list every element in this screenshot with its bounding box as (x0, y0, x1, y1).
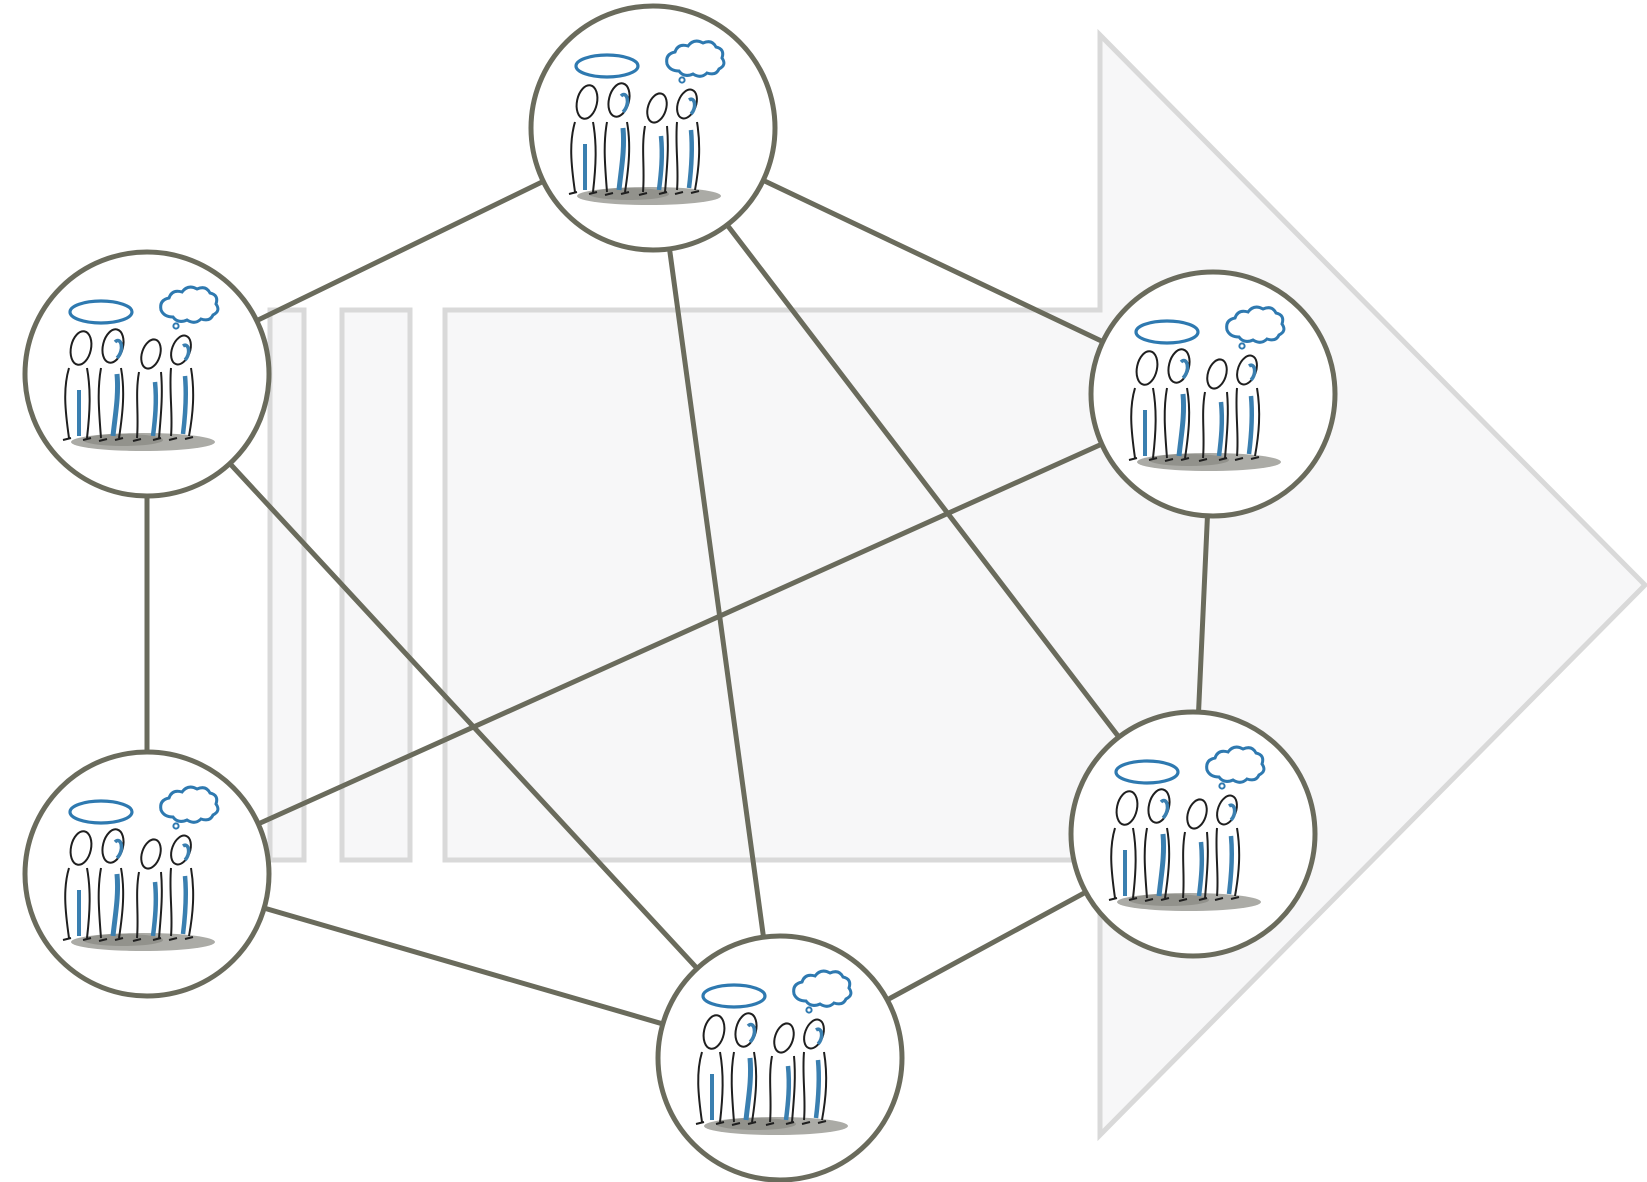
node-ring (655, 933, 905, 1182)
arrow-bar-thin-1 (267, 307, 307, 863)
node-upper-right (1088, 269, 1338, 519)
node-ring (528, 3, 778, 253)
edge-top-center-lower-right (650, 125, 1196, 837)
edge-top-center-bottom-center (650, 125, 783, 1061)
edge-upper-right-lower-left (144, 391, 1216, 877)
node-ring (22, 749, 272, 999)
nodes (22, 3, 1338, 1182)
edge-upper-left-bottom-center (144, 371, 783, 1061)
arrow-body (442, 28, 1647, 1142)
node-upper-left (22, 249, 272, 499)
node-lower-right (1068, 709, 1318, 959)
node-ring (1088, 269, 1338, 519)
node-lower-left (22, 749, 272, 999)
node-top-center (528, 3, 778, 253)
arrow-bar-thin-2 (339, 307, 413, 863)
process-arrow-icon (267, 28, 1647, 1142)
node-bottom-center (655, 933, 905, 1182)
node-ring (22, 249, 272, 499)
node-ring (1068, 709, 1318, 959)
